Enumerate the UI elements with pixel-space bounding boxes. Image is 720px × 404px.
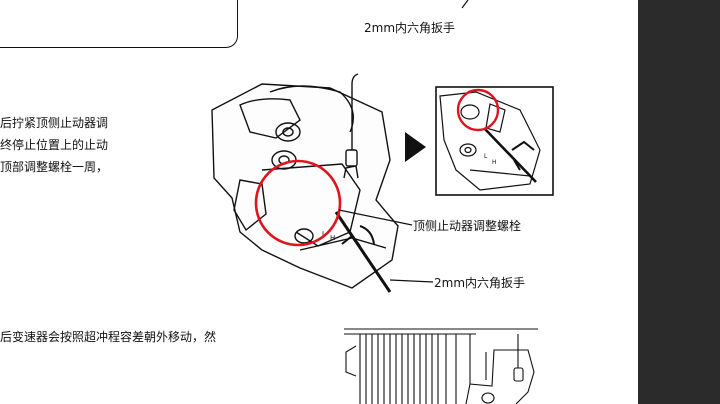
main-label-h: H bbox=[330, 234, 335, 242]
manual-page: 2mm内六角扳手 后拧紧顶侧止动器调 终停止位置上的止动 顶部调整螺栓一周， 顶… bbox=[0, 0, 554, 404]
dark-side-panel bbox=[638, 0, 720, 404]
inset-label-h: H bbox=[492, 159, 497, 166]
inset-frame bbox=[435, 86, 554, 196]
inset-label-l: L bbox=[484, 153, 488, 160]
inset-derailleur-drawing bbox=[439, 91, 541, 191]
main-highlight-circle bbox=[254, 159, 342, 247]
main-derailleur-drawing bbox=[211, 73, 399, 293]
next-step-arrow-icon bbox=[405, 132, 426, 162]
main-label-l: L bbox=[322, 230, 326, 238]
instruction-1-line-2: 终停止位置上的止动 bbox=[0, 138, 109, 152]
callout-top-stopper-bolt: 顶侧止动器调整螺栓 bbox=[413, 219, 522, 233]
callout-hex-wrench: 2mm内六角扳手 bbox=[434, 276, 526, 290]
bottom-illustration bbox=[344, 328, 538, 404]
inset-highlight-circle bbox=[456, 88, 500, 132]
instruction-1-line-3: 顶部调整螺栓一周， bbox=[0, 160, 109, 174]
derailleur-illustration: L H L H bbox=[211, 0, 554, 404]
top-wrench-label: 2mm内六角扳手 bbox=[364, 21, 456, 35]
instruction-2-line: 后变速器会按照超冲程容差朝外移动，然 bbox=[0, 330, 217, 344]
note-box bbox=[0, 0, 238, 48]
instruction-1-line-1: 后拧紧顶侧止动器调 bbox=[0, 116, 109, 130]
